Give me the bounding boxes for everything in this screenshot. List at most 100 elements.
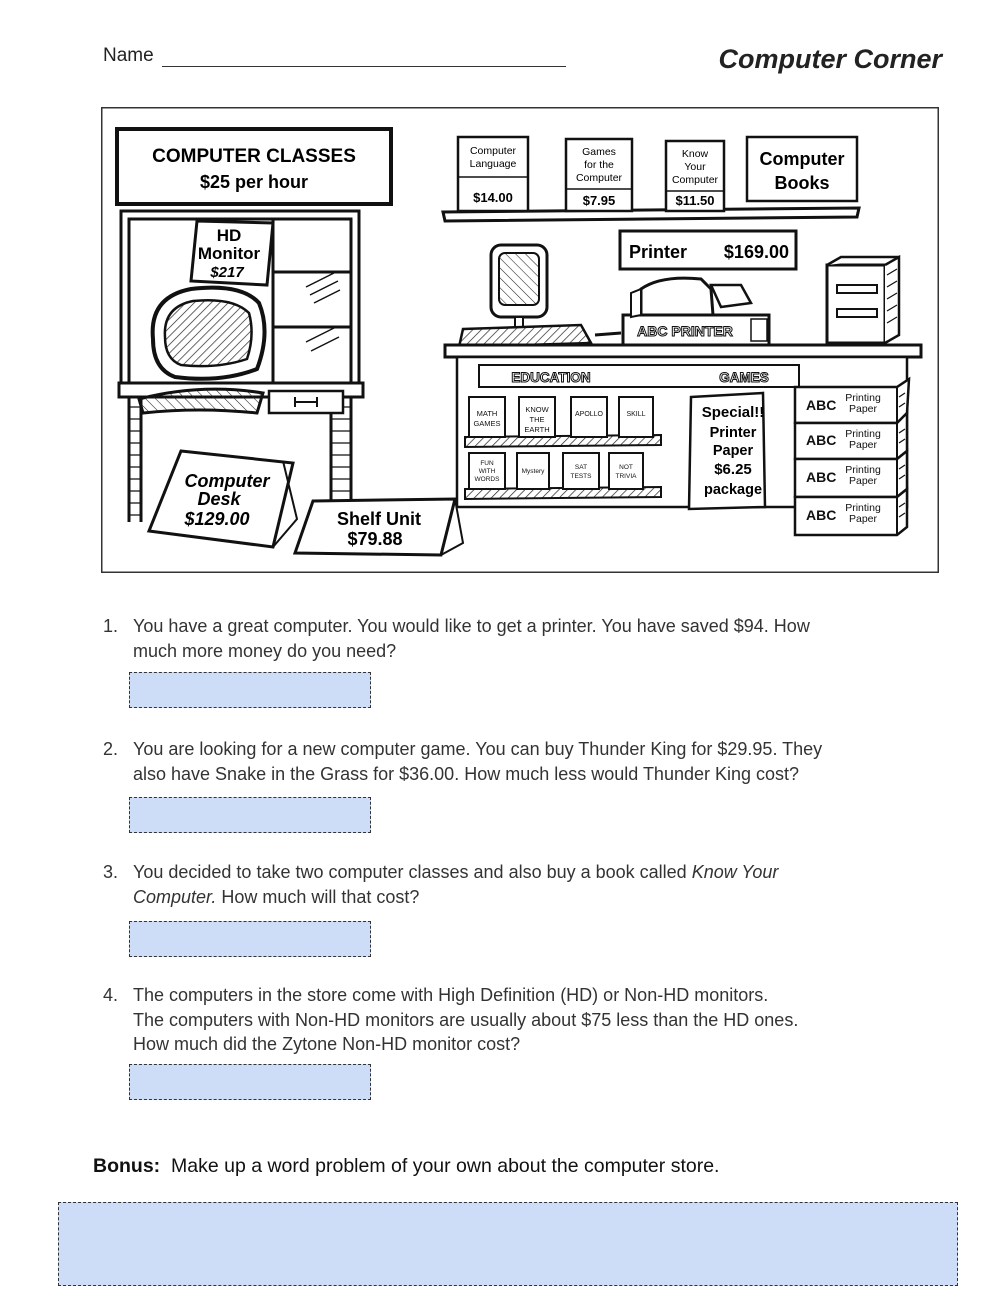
book-3-title-line2: Your — [684, 161, 706, 173]
answer-box-2[interactable] — [129, 797, 371, 833]
store-label-store-paper_box-brand: ABC — [806, 469, 836, 485]
book-1-title-line1: Computer — [470, 145, 517, 157]
desk-sign-price: $129.00 — [183, 509, 249, 529]
bonus-answer-box[interactable] — [58, 1202, 958, 1286]
question-3: 3. You decided to take two computer clas… — [103, 860, 903, 909]
question-4-number: 4. — [103, 985, 119, 1005]
software-trivia-line1: NOT — [619, 464, 633, 471]
store-label-store-paper_box-brand: ABC — [806, 507, 836, 523]
special-sign-line1: Special!! — [702, 404, 765, 421]
shelf-sign-price: $79.88 — [347, 529, 402, 549]
question-2-line2: also have Snake in the Grass for $36.00.… — [133, 763, 800, 784]
tower-drawing — [825, 254, 901, 345]
store-label-store-paper_box-line1: Printing — [845, 428, 881, 440]
software-bottom-row: FUN WITH WORDS Mystery SAT TESTS NOT TRI… — [468, 452, 644, 490]
printer-sign-price: $169.00 — [724, 242, 789, 262]
special-sign-price: $6.25 — [714, 461, 752, 478]
special-sign-line3: Paper — [713, 443, 754, 459]
store-label-store-paper_box-line1: Printing — [845, 502, 881, 514]
software-top-row: MATH GAMES KNOW THE APOLLO EARTH APOLLO … — [468, 396, 654, 438]
question-1-number: 1. — [103, 616, 119, 636]
software-fun-line3: WORDS — [475, 476, 501, 483]
software-mystery: Mystery — [522, 468, 546, 475]
desk-sign: Computer Desk $129.00 — [146, 449, 299, 549]
question-2-number: 2. — [103, 739, 119, 759]
question-4-line3: How much did the Zytone Non-HD monitor c… — [133, 1034, 521, 1054]
question-2: 2. You are looking for a new computer ga… — [103, 737, 903, 786]
question-3-book-title-a: Know Your — [691, 862, 779, 882]
book-2: Games for the Computer $7.95 — [564, 137, 634, 213]
classes-sign-line1: COMPUTER CLASSES — [152, 146, 356, 167]
book-1: Computer Language $14.00 — [456, 135, 530, 213]
games-header: GAMES — [719, 370, 769, 385]
store-label-store-paper_box-line2: Paper — [849, 513, 878, 525]
bonus-label: Bonus: — [93, 1155, 161, 1177]
education-header: EDUCATION — [511, 370, 590, 385]
book-2-title-line1: Games — [582, 146, 616, 158]
software-earth-line1: KNOW — [525, 405, 549, 414]
store-label-store-paper_box-line2: Paper — [849, 439, 878, 451]
book-2-title-line3: Computer — [576, 172, 623, 184]
software-math-line2: GAMES — [473, 419, 500, 428]
store-illustration: COMPUTER CLASSES $25 per hour HD Monitor… — [101, 107, 939, 573]
hd-monitor-drawing — [137, 285, 267, 415]
question-3-book-title-b: Computer. — [133, 886, 217, 907]
monitor-sign-price: $217 — [209, 264, 244, 281]
book-1-price: $14.00 — [473, 190, 513, 205]
answer-box-1[interactable] — [129, 672, 371, 708]
book-3: Know Your Computer $11.50 — [664, 139, 726, 213]
question-2-line1: You are looking for a new computer game.… — [133, 739, 823, 759]
question-3-text-a: You decided to take two computer classes… — [133, 862, 692, 882]
special-sign-line5: package — [704, 482, 762, 498]
answer-box-4[interactable] — [129, 1064, 371, 1100]
software-sat-line1: SAT — [575, 464, 587, 471]
software-earth-line2: THE — [530, 415, 545, 424]
store-label-store-paper_box-brand: ABC — [806, 432, 836, 448]
store-label-store-paper_box-line1: Printing — [845, 464, 881, 476]
answer-box-3[interactable] — [129, 921, 371, 957]
special-sign: Special!! Printer Paper $6.25 package — [687, 391, 767, 511]
printer-brand-label: ABC PRINTER — [637, 323, 733, 339]
store-label-store-paper_box-line1: Printing — [845, 392, 881, 404]
special-sign-line2: Printer — [710, 425, 757, 441]
bonus-prompt: Bonus: Make up a word problem of your ow… — [93, 1155, 719, 1178]
paper-boxes: ABC Printing Paper ABC Printing Paper AB… — [793, 376, 911, 537]
store-label-store-paper_box-line2: Paper — [849, 475, 878, 487]
name-label: Name — [103, 45, 154, 66]
book-3-title-line3: Computer — [672, 174, 719, 186]
paper-box-3: ABC Printing Paper — [793, 448, 909, 499]
books-sign-line2: Books — [774, 173, 829, 193]
book-3-title-line1: Know — [682, 148, 709, 160]
books-sign: Computer Books — [745, 135, 859, 203]
question-4-line1: The computers in the store come with Hig… — [133, 985, 769, 1005]
software-apollo: APOLLO — [575, 411, 604, 418]
classes-sign: COMPUTER CLASSES $25 per hour — [115, 127, 393, 206]
book-3-price: $11.50 — [675, 193, 714, 208]
software-math-line1: MATH — [477, 409, 498, 418]
question-3-number: 3. — [103, 862, 119, 882]
classes-sign-line2: $25 per hour — [200, 172, 308, 192]
monitor-sign-line2: Monitor — [198, 244, 261, 263]
software-trivia-line2: TRIVIA — [616, 473, 638, 480]
monitor-sign: HD Monitor $217 — [189, 219, 275, 287]
name-line[interactable] — [162, 66, 566, 67]
shelf-unit-sign: Shelf Unit $79.88 — [292, 497, 465, 557]
question-4-line2: The computers with Non-HD monitors are u… — [133, 1009, 799, 1030]
bonus-text: Make up a word problem of your own about… — [171, 1155, 720, 1177]
book-2-price: $7.95 — [583, 193, 616, 208]
book-1-title-line2: Language — [470, 158, 517, 170]
question-1-line2: much more money do you need? — [133, 640, 397, 661]
store-label-store-paper_box-line2: Paper — [849, 403, 878, 415]
software-skill: SKILL — [626, 411, 645, 418]
paper-box-4: ABC Printing Paper — [793, 486, 909, 537]
software-fun-line1: FUN — [480, 460, 494, 467]
books-sign-line1: Computer — [760, 149, 845, 169]
software-sat-line2: TESTS — [571, 473, 593, 480]
software-fun-line2: WITH — [479, 468, 496, 475]
question-3-text-b: How much will that cost? — [216, 886, 420, 907]
book-2-title-line2: for the — [584, 159, 614, 171]
printer-sign-label: Printer — [629, 242, 687, 262]
paper-box-2: ABC Printing Paper — [793, 409, 909, 461]
printer-sign: Printer $169.00 — [618, 229, 798, 271]
page-title: Computer Corner — [718, 44, 942, 74]
